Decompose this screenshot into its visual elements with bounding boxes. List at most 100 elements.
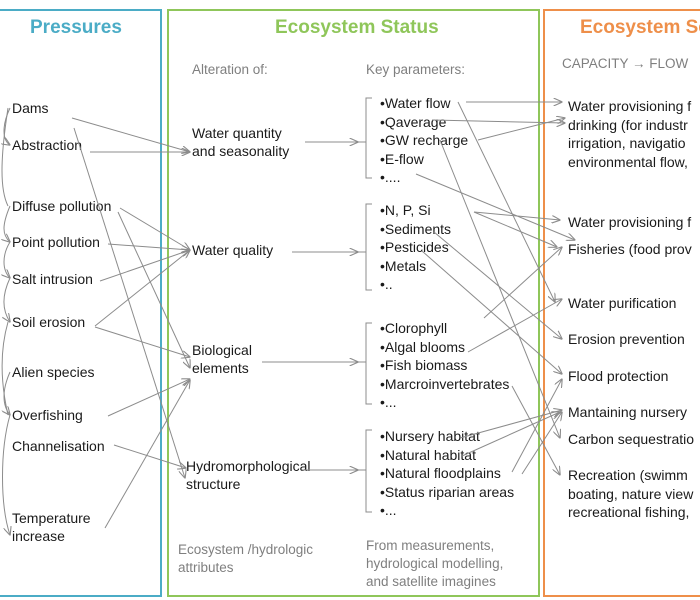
parameter-item: •Fish biomass	[380, 357, 468, 374]
ecosystem-status-panel	[167, 9, 540, 597]
connector-arrow	[104, 380, 190, 529]
parameter-item: •N, P, Si	[380, 202, 431, 218]
connector-arrow	[473, 211, 560, 220]
pressures-panel	[0, 9, 162, 597]
parameter-item: •Natural floodplains	[380, 465, 501, 482]
ecosystem-services-title: Ecosystem Se	[580, 17, 700, 38]
parameter-item: •Marcroinvertebrates	[380, 375, 510, 392]
pressure-soil-erosion: Soil erosion	[12, 314, 86, 330]
pressure-abstraction: Abstraction	[12, 137, 83, 153]
alteration-header: Alteration of:	[192, 62, 268, 77]
parameter-group-quantity: •Water flow •Qaverage •GW recharge •E-fl…	[380, 94, 468, 187]
pressure-overfishing: Overfishing	[12, 407, 83, 423]
pressure-point-pollution: Point pollution	[12, 234, 100, 250]
parameter-group-biological: •Clorophyll •Algal blooms •Fish biomass …	[380, 319, 509, 412]
connector-arrow	[94, 326, 190, 357]
bracket-line	[365, 429, 372, 513]
parameter-item: •...	[380, 394, 397, 411]
connector-arrow	[457, 101, 555, 302]
parameter-item: •Natural habitat	[380, 446, 476, 463]
connector-arrow	[107, 243, 190, 250]
connector-arrow	[467, 299, 562, 353]
ecosystem-services-panel	[543, 9, 700, 597]
parameter-item: •E-flow	[380, 150, 424, 167]
service-line: environmental flow,	[568, 153, 688, 170]
connector-arrow	[439, 139, 560, 438]
bracket-line	[4, 241, 10, 278]
service-recreation: Recreation (swimm boating, nature view r…	[568, 466, 693, 522]
connector-arrow	[117, 211, 190, 368]
parameter-group-hydromorphological: •Nursery habitat •Natural habitat •Natur…	[380, 427, 514, 520]
parameter-item: •Metals	[380, 257, 427, 274]
bracket-line	[365, 203, 372, 291]
connector-arrow	[431, 120, 565, 123]
service-line: boating, nature view	[568, 485, 694, 502]
category-hydromorphological-line1: Hydromorphological	[186, 458, 311, 474]
pressure-dams: Dams	[12, 100, 49, 116]
connector-arrow	[421, 250, 562, 374]
connector-arrow	[477, 118, 565, 141]
service-erosion-prevention: Erosion prevention	[568, 331, 685, 347]
category-biological-line1: Biological	[192, 342, 252, 358]
service-fisheries: Fisheries (food prov	[568, 241, 692, 257]
service-line: recreational fishing,	[568, 504, 690, 520]
connector-arrow	[415, 173, 575, 240]
bracket-line	[365, 97, 372, 179]
footer-left-line2: attributes	[178, 560, 234, 575]
connector-arrow	[71, 117, 190, 152]
parameter-item: •...	[380, 502, 397, 519]
parameters-header: Key parameters:	[366, 62, 466, 77]
connector-arrow	[73, 127, 185, 478]
category-water-quality: Water quality	[192, 242, 274, 258]
pressure-salt-intrusion: Salt intrusion	[12, 271, 93, 287]
parameter-item: •Qaverage	[380, 113, 447, 130]
parameter-item: •Status riparian areas	[380, 483, 515, 500]
connector-arrow	[119, 207, 190, 250]
service-water-purification: Water purification	[568, 295, 677, 311]
bracket-line	[4, 277, 10, 322]
footer-right-line2: hydrological modelling,	[366, 556, 504, 571]
bracket-line	[4, 205, 10, 242]
service-line: drinking (for industr	[568, 116, 688, 133]
service-line: Recreation (swimm	[568, 467, 688, 483]
bracket-line	[1, 107, 9, 207]
parameter-item: •Clorophyll	[380, 320, 448, 336]
connector-arrow	[483, 247, 562, 319]
bracket-line	[365, 322, 372, 405]
pressure-temperature-line2: increase	[12, 528, 65, 544]
pressure-alien-species: Alien species	[12, 364, 95, 380]
category-water-quantity-line2: and seasonality	[192, 143, 290, 159]
connector-arrow	[99, 250, 190, 282]
connector-arrow	[459, 410, 562, 439]
service-water-provisioning-drinking: Water provisioning f drinking (for indus…	[568, 97, 691, 171]
pressures-title: Pressures	[30, 17, 122, 38]
connector-arrow	[94, 250, 190, 327]
bracket-line	[1, 321, 9, 416]
parameter-item: •....	[380, 169, 401, 186]
category-hydromorphological-line2: structure	[186, 476, 241, 492]
services-subtitle: CAPACITY → FLOW	[562, 56, 689, 71]
service-line: Water provisioning f	[568, 98, 692, 114]
parameter-group-quality: •N, P, Si •Sediments •Pesticides •Metals…	[380, 201, 451, 294]
ecosystem-status-title: Ecosystem Status	[275, 17, 439, 38]
connector-arrow	[473, 211, 557, 247]
category-water-quantity-line1: Water quantity	[192, 125, 282, 141]
connector-arrow	[113, 444, 186, 468]
bracket-line	[2, 414, 11, 535]
service-line: irrigation, navigatio	[568, 135, 686, 151]
pressure-diffuse-pollution: Diffuse pollution	[12, 198, 112, 214]
connector-arrow	[521, 412, 562, 475]
service-carbon-sequestration: Carbon sequestratio	[568, 431, 695, 447]
parameter-item: •Pesticides	[380, 239, 449, 256]
footer-right-line1: From measurements,	[366, 538, 495, 553]
service-flood-protection: Flood protection	[568, 368, 669, 384]
parameter-item: •Water flow	[380, 95, 451, 111]
parameter-item: •..	[380, 276, 393, 293]
pressure-channelisation: Channelisation	[12, 438, 105, 454]
category-biological-line2: elements	[192, 360, 249, 376]
connector-arrow	[511, 385, 560, 475]
service-water-provisioning-2: Water provisioning f	[568, 214, 692, 230]
parameter-item: •Nursery habitat	[380, 428, 480, 444]
